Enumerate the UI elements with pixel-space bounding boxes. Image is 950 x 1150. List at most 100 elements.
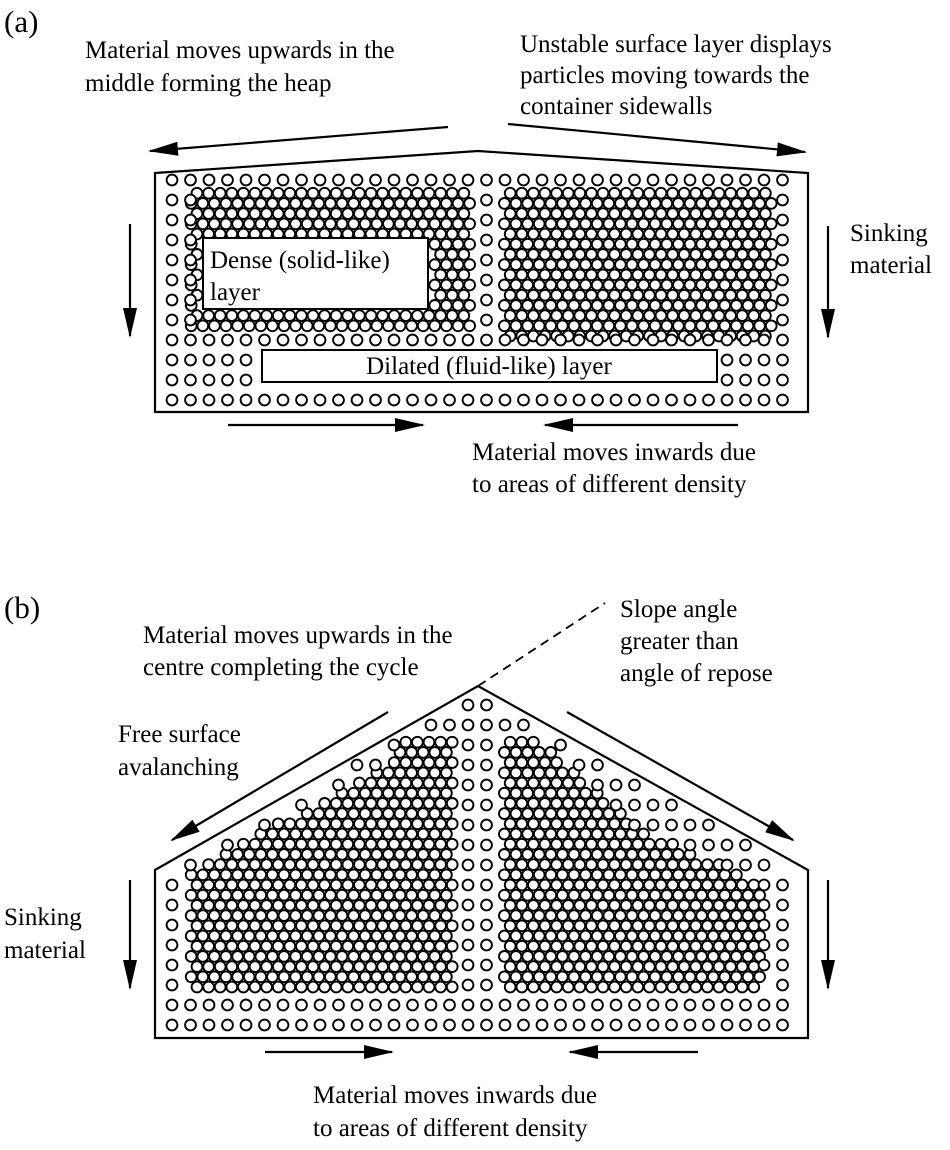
particle-icon (242, 929, 256, 943)
particle-icon (660, 909, 674, 922)
particle-icon (329, 858, 343, 871)
particle-icon (324, 929, 337, 943)
particle-icon (353, 817, 366, 831)
particle-icon (538, 268, 552, 282)
particle-icon (184, 1018, 197, 1032)
particle-icon (443, 1018, 456, 1032)
particle-icon (757, 858, 771, 872)
particle-icon (306, 899, 320, 912)
particle-icon (165, 173, 179, 187)
particle-icon (422, 186, 436, 200)
particle-icon (225, 878, 239, 892)
particle-icon (434, 980, 447, 994)
particle-icon (654, 227, 668, 241)
particle-icon (730, 237, 743, 251)
particle-icon (332, 998, 345, 1012)
particle-icon (335, 888, 349, 902)
particle-icon (213, 980, 227, 994)
particle-icon (614, 299, 627, 312)
particle-icon (706, 929, 720, 943)
particle-icon (720, 353, 734, 367)
particle-icon (637, 319, 650, 333)
particle-icon (538, 980, 552, 994)
particle-icon (231, 909, 244, 922)
particle-icon (416, 970, 430, 984)
particle-icon (242, 319, 256, 333)
particle-icon (527, 735, 540, 749)
particle-icon (695, 909, 708, 922)
avalanche-label-line-1: Free surface (118, 721, 241, 748)
particle-icon (313, 173, 327, 187)
particle-icon (724, 309, 737, 322)
particle-icon (248, 186, 262, 200)
particle-icon (596, 899, 610, 912)
particle-icon (364, 858, 378, 871)
particle-icon (712, 919, 726, 933)
particle-icon (747, 309, 761, 322)
particle-icon (585, 797, 598, 810)
particle-icon (683, 970, 697, 984)
particle-icon (208, 868, 221, 882)
particle-icon (556, 848, 569, 861)
particle-icon (219, 868, 233, 882)
particle-icon (619, 309, 633, 322)
particle-icon (399, 899, 413, 912)
particle-icon (300, 929, 314, 943)
particle-icon (295, 309, 308, 322)
particle-icon (619, 837, 633, 851)
particle-icon (527, 919, 540, 933)
particle-icon (393, 217, 407, 231)
particle-icon (695, 278, 708, 292)
particle-icon (517, 998, 530, 1012)
particle-icon (689, 899, 703, 912)
particle-icon (364, 186, 378, 200)
particle-icon (405, 888, 418, 902)
particle-icon (295, 817, 308, 831)
particle-icon (318, 960, 331, 973)
particle-icon (312, 848, 326, 861)
particle-icon (382, 909, 395, 922)
particle-icon (382, 807, 395, 820)
particle-icon (399, 837, 413, 851)
particle-icon (440, 278, 453, 292)
particle-icon (239, 393, 253, 407)
particle-icon (701, 309, 714, 322)
particle-icon (538, 858, 552, 871)
particle-icon (527, 248, 540, 261)
particle-icon (741, 319, 755, 333)
particle-icon (237, 919, 250, 933)
particle-icon (701, 939, 714, 953)
particle-icon (689, 268, 703, 282)
particle-icon (428, 299, 442, 312)
particle-icon (517, 333, 530, 347)
particle-icon (498, 998, 512, 1012)
particle-icon (445, 878, 459, 892)
particle-icon (702, 818, 715, 832)
particle-icon (735, 919, 749, 933)
particle-icon (753, 970, 766, 984)
particle-icon (277, 217, 291, 231)
particle-icon (718, 197, 732, 210)
particle-icon (608, 878, 621, 892)
particle-icon (350, 758, 364, 772)
particle-icon (689, 186, 703, 200)
particle-icon (440, 950, 453, 963)
particle-icon (295, 393, 308, 407)
particle-icon (221, 838, 234, 852)
particle-icon (759, 207, 772, 220)
particle-icon (776, 978, 789, 992)
particle-icon (572, 173, 586, 187)
particle-icon (628, 393, 641, 407)
particle-icon (521, 929, 534, 943)
particle-icon (461, 878, 475, 892)
particle-icon (260, 186, 273, 200)
particle-icon (165, 293, 179, 307)
particle-icon (370, 217, 384, 231)
particle-icon (445, 837, 459, 851)
particle-icon (266, 827, 279, 841)
particle-icon (706, 299, 720, 312)
particle-icon (706, 970, 720, 984)
particle-icon (776, 193, 789, 207)
particle-icon (277, 319, 291, 333)
particle-icon (585, 960, 598, 973)
